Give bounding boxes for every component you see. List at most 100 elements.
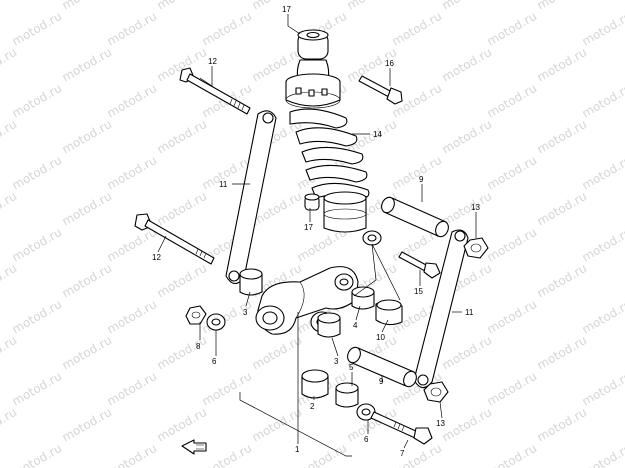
watermark-text: motod.ru (485, 9, 540, 49)
watermark-text: motod.ru (580, 297, 625, 337)
callout-7: 7 (400, 449, 405, 458)
watermark-text: motod.ru (535, 189, 590, 229)
callout-17-lower: 17 (304, 223, 313, 232)
watermark-text: motod.ru (10, 9, 65, 49)
callout-2: 2 (310, 402, 315, 411)
watermark-text: motod.ru (200, 9, 255, 49)
bolt-15 (398, 251, 441, 279)
watermark-text: motod.ru (580, 153, 625, 193)
bushing-17-lower (304, 193, 320, 211)
tie-rod-11-left (225, 110, 277, 285)
callout-10: 10 (376, 333, 385, 342)
callout-13-lower: 13 (436, 419, 445, 428)
watermark-text: motod.ru (580, 441, 625, 468)
watermark-text: motod.ru (0, 261, 19, 301)
sleeve-9-upper (381, 196, 449, 238)
watermark-text: motod.ru (60, 189, 115, 229)
callout-1: 1 (295, 445, 300, 454)
sleeve-9-lower (347, 346, 417, 388)
watermark-text: motod.ru (295, 441, 350, 468)
tie-rod-11-right (413, 229, 469, 389)
watermark-text: motod.ru (105, 153, 160, 193)
callout-6-left: 6 (212, 357, 217, 366)
watermark-text: motod.ru (10, 81, 65, 121)
watermark-text: motod.ru (250, 333, 305, 373)
watermark-text: motod.ru (580, 81, 625, 121)
callout-4: 4 (353, 321, 358, 330)
watermark-text: motod.ru (485, 153, 540, 193)
watermark-text: motod.ru (60, 261, 115, 301)
watermark-text: motod.ru (250, 0, 305, 13)
watermark-text: motod.ru (105, 369, 160, 409)
callout-11-left: 11 (219, 180, 228, 189)
callout-9-lower: 9 (379, 377, 384, 386)
callout-6-lower: 6 (364, 435, 369, 444)
watermark-text: motod.ru (60, 45, 115, 85)
watermark-text: motod.ru (440, 117, 495, 157)
watermark-text: motod.ru (535, 0, 590, 13)
bearing-3-lower (317, 312, 341, 338)
callout-11-right: 11 (465, 308, 474, 317)
watermark-text: motod.ru (10, 225, 65, 265)
callout-15: 15 (414, 287, 423, 296)
watermark-text: motod.ru (345, 0, 400, 13)
watermark-text: motod.ru (105, 9, 160, 49)
bolt-12-upper (179, 67, 251, 115)
callout-3-upper: 3 (243, 308, 248, 317)
callout-labels: 17 16 12 14 11 9 17 13 12 15 11 3 4 10 8… (152, 5, 480, 458)
bearing-2 (301, 369, 329, 399)
callout-3-lower: 3 (334, 357, 339, 366)
callout-8: 8 (196, 342, 201, 351)
watermark-text: motod.ru (390, 9, 445, 49)
bolt-16 (358, 75, 403, 105)
callout-13-upper: 13 (471, 203, 480, 212)
watermark-text: motod.ru (440, 45, 495, 85)
watermark-text: motod.ru (60, 333, 115, 373)
washer-6-lower (356, 403, 376, 421)
watermark-text: motod.ru (0, 45, 19, 85)
watermark-text: motod.ru (155, 261, 210, 301)
watermark-text: motod.ru (535, 45, 590, 85)
bearing-5 (335, 382, 359, 408)
watermark-text: motod.ru (440, 405, 495, 445)
watermark-text: motod.ru (60, 0, 115, 13)
watermark-text: motod.ru (440, 333, 495, 373)
watermark-text: motod.ru (200, 441, 255, 468)
watermark-text: motod.ru (390, 153, 445, 193)
callout-12-upper: 12 (208, 57, 217, 66)
callout-9-upper: 9 (419, 175, 424, 184)
watermark-text: motod.ru (60, 117, 115, 157)
callout-16: 16 (385, 59, 394, 68)
callout-17-upper: 17 (282, 5, 291, 14)
watermark-text: motod.ru (0, 333, 19, 373)
watermark-text: motod.ru (155, 0, 210, 13)
watermark-text: motod.ru (485, 441, 540, 468)
watermark-text: motod.ru (200, 369, 255, 409)
watermark-text: motod.ru (155, 189, 210, 229)
watermark-text: motod.ru (535, 405, 590, 445)
watermark-text: motod.ru (105, 81, 160, 121)
watermark-text: motod.ru (155, 333, 210, 373)
watermark-text: motod.ru (580, 369, 625, 409)
shock-absorber (285, 29, 382, 246)
watermark-text: motod.ru (155, 405, 210, 445)
nut-8 (185, 305, 207, 325)
watermark-text: motod.ru (0, 0, 19, 13)
watermark-text: motod.ru (0, 189, 19, 229)
watermark-text: motod.ru (535, 117, 590, 157)
bearing-3-upper (239, 268, 263, 296)
nut-13-upper (463, 237, 489, 259)
watermark-text: motod.ru (105, 225, 160, 265)
watermark-text: motod.ru (390, 441, 445, 468)
watermark-text: motod.ru (485, 225, 540, 265)
watermark-text: motod.ru (155, 117, 210, 157)
front-arrow-icon (181, 439, 207, 455)
watermark-text: motod.ru (10, 153, 65, 193)
watermark-text: motod.ru (10, 441, 65, 468)
watermark-text: motod.ru (440, 0, 495, 13)
watermark-text: motod.ru (0, 117, 19, 157)
leader-lines (157, 14, 477, 449)
watermark-text: motod.ru (580, 9, 625, 49)
